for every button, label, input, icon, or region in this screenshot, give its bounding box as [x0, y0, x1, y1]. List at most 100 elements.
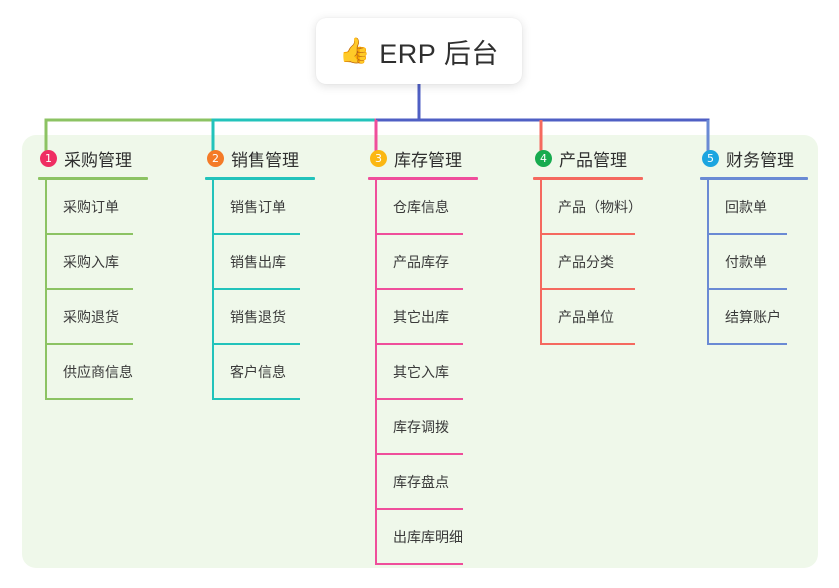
- branch-item[interactable]: 采购入库: [38, 235, 188, 290]
- branch-item-label: 客户信息: [230, 364, 286, 380]
- branch-item-label: 采购入库: [63, 254, 119, 270]
- branch-item[interactable]: 其它入库: [368, 345, 518, 400]
- branch-item[interactable]: 供应商信息: [38, 345, 188, 400]
- branch-column-1: 1 采购管理采购订单采购入库采购退货供应商信息: [38, 146, 188, 400]
- branch-item-rule: [212, 343, 300, 345]
- branch-item[interactable]: 产品单位: [533, 290, 693, 345]
- branch-column-4: 4 产品管理产品（物料） 产品分类产品单位: [533, 146, 693, 345]
- branch-item-rule: [375, 288, 463, 290]
- diagram-panel: [22, 135, 818, 568]
- branch-item-rule: [375, 508, 463, 510]
- branch-item-label: 付款单: [725, 254, 767, 270]
- branch-spine: [540, 180, 542, 345]
- branch-header-1[interactable]: 1 采购管理: [38, 146, 188, 170]
- branch-item[interactable]: 销售订单: [205, 180, 355, 235]
- branch-item-rule: [540, 233, 635, 235]
- branch-item[interactable]: 库存盘点: [368, 455, 518, 510]
- branch-header-rule: [368, 177, 478, 180]
- branch-item[interactable]: 产品库存: [368, 235, 518, 290]
- branch-title: 销售管理: [231, 150, 299, 170]
- branch-header-4[interactable]: 4 产品管理: [533, 146, 693, 170]
- branch-item-list: 销售订单销售出库销售退货客户信息: [205, 180, 355, 400]
- branch-item-label: 销售退货: [230, 309, 286, 325]
- branch-header-2[interactable]: 2 销售管理: [205, 146, 355, 170]
- branch-item-label: 供应商信息: [63, 364, 133, 380]
- branch-item-rule: [540, 343, 635, 345]
- branch-item[interactable]: 产品分类: [533, 235, 693, 290]
- branch-item-rule: [707, 343, 787, 345]
- branch-item-rule: [45, 398, 133, 400]
- branch-item[interactable]: 结算账户: [700, 290, 830, 345]
- branch-header-3[interactable]: 3 库存管理: [368, 146, 518, 170]
- branch-spine: [212, 180, 214, 400]
- branch-item-rule: [707, 288, 787, 290]
- branch-title: 财务管理: [726, 150, 794, 170]
- branch-header-5[interactable]: 5 财务管理: [700, 146, 830, 170]
- branch-number-badge: 2: [207, 149, 224, 167]
- branch-column-3: 3 库存管理仓库信息产品库存其它出库其它入库库存调拨库存盘点出库库明细: [368, 146, 518, 565]
- branch-item-label: 其它入库: [393, 364, 449, 380]
- branch-item-rule: [45, 233, 133, 235]
- branch-item-rule: [707, 233, 787, 235]
- branch-item-label: 库存盘点: [393, 474, 449, 490]
- branch-item[interactable]: 销售出库: [205, 235, 355, 290]
- branch-item[interactable]: 付款单: [700, 235, 830, 290]
- branch-item-label: 产品（物料）: [558, 199, 642, 215]
- branch-item-list: 仓库信息产品库存其它出库其它入库库存调拨库存盘点出库库明细: [368, 180, 518, 565]
- branch-item-label: 结算账户: [725, 309, 781, 325]
- branch-item-label: 销售出库: [230, 254, 286, 270]
- page-title: ERP 后台: [379, 38, 499, 69]
- branch-item-label: 仓库信息: [393, 199, 449, 215]
- thumbs-up-emoji: 👍: [339, 36, 371, 65]
- branch-item-list: 回款单付款单结算账户: [700, 180, 830, 345]
- branch-item[interactable]: 采购订单: [38, 180, 188, 235]
- branch-item-rule: [375, 343, 463, 345]
- branch-item-rule: [375, 563, 463, 565]
- branch-item-label: 回款单: [725, 199, 767, 215]
- branch-item[interactable]: 回款单: [700, 180, 830, 235]
- branch-item-label: 采购订单: [63, 199, 119, 215]
- branch-title: 采购管理: [64, 150, 132, 170]
- branch-item-rule: [540, 288, 635, 290]
- branch-item-rule: [212, 398, 300, 400]
- branch-number-badge: 5: [702, 149, 719, 167]
- branch-number-badge: 4: [535, 149, 552, 167]
- branch-title: 库存管理: [394, 150, 462, 170]
- branch-item-rule: [212, 233, 300, 235]
- branch-header-rule: [700, 177, 808, 180]
- branch-item[interactable]: 库存调拨: [368, 400, 518, 455]
- branch-item[interactable]: 其它出库: [368, 290, 518, 345]
- branch-item-list: 产品（物料） 产品分类产品单位: [533, 180, 693, 345]
- branch-spine: [375, 180, 377, 565]
- branch-item-label: 其它出库: [393, 309, 449, 325]
- root-title-card[interactable]: 👍 ERP 后台: [316, 18, 522, 84]
- branch-header-rule: [205, 177, 315, 180]
- branch-item[interactable]: 产品（物料）: [533, 180, 693, 235]
- branch-spine: [707, 180, 709, 345]
- branch-item-rule: [375, 453, 463, 455]
- branch-item-label: 库存调拨: [393, 419, 449, 435]
- branch-item[interactable]: 销售退货: [205, 290, 355, 345]
- branch-item-rule: [45, 343, 133, 345]
- branch-item-label: 出库库明细: [393, 529, 463, 545]
- branch-header-rule: [533, 177, 643, 180]
- branch-item[interactable]: 客户信息: [205, 345, 355, 400]
- branch-item[interactable]: 出库库明细: [368, 510, 518, 565]
- branch-item-rule: [375, 233, 463, 235]
- branch-number-badge: 1: [40, 149, 57, 167]
- branch-column-5: 5 财务管理回款单付款单结算账户: [700, 146, 830, 345]
- branch-item-label: 销售订单: [230, 199, 286, 215]
- branch-item[interactable]: 仓库信息: [368, 180, 518, 235]
- branch-title: 产品管理: [559, 150, 627, 170]
- branch-item-label: 产品分类: [558, 254, 614, 270]
- branch-item-label: 采购退货: [63, 309, 119, 325]
- branch-item-rule: [45, 288, 133, 290]
- branch-header-rule: [38, 177, 148, 180]
- branch-number-badge: 3: [370, 149, 387, 167]
- branch-item-list: 采购订单采购入库采购退货供应商信息: [38, 180, 188, 400]
- branch-spine: [45, 180, 47, 400]
- branch-item-label: 产品库存: [393, 254, 449, 270]
- branch-item[interactable]: 采购退货: [38, 290, 188, 345]
